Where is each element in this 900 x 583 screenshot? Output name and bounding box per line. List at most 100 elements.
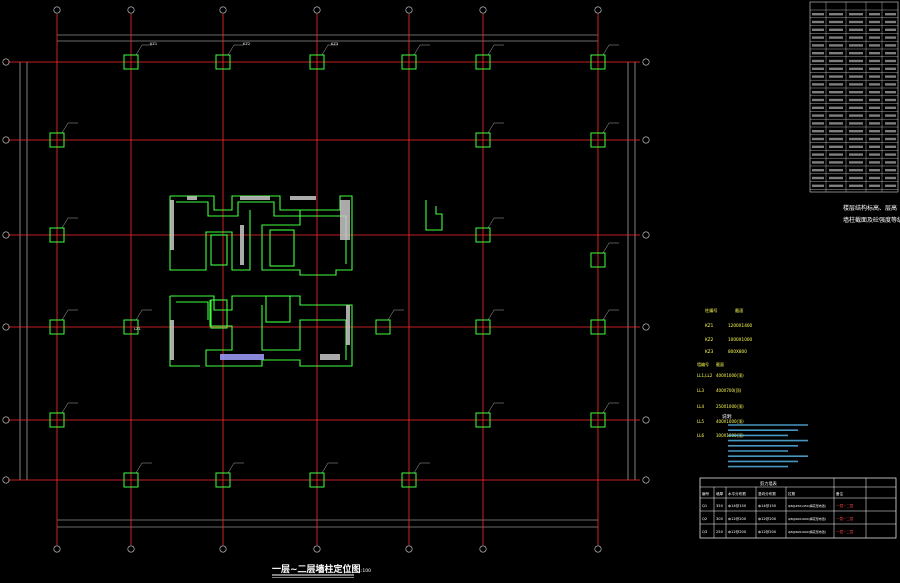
legend-cell-mark [849,67,863,70]
legend-cell-mark [829,161,843,164]
notes: 说明: [722,413,808,468]
legend-cell-mark [869,67,880,70]
axis-bubble [313,545,321,553]
shear-table-header: 备注 [836,491,844,496]
axis-bubble [642,416,650,424]
shear-table-cell: Q3 [702,530,707,534]
legend-cell-mark [869,184,880,187]
legend-cell-mark [885,184,896,187]
column-leader [135,462,152,474]
column-leader [135,309,152,321]
kz-row-id: KZ2 [705,337,714,342]
drawing-title-block: 一层~二层墙柱定位图 1:100 [272,563,371,578]
column-leader [413,44,430,56]
legend-cell-mark [849,59,863,63]
legend-cell-mark [869,52,880,55]
column-leader [487,402,504,414]
legend-heading: 楼层结构标高、层高 [843,204,897,212]
shear-table-cell: 一层~二层 [836,503,854,508]
column-outline [475,54,491,70]
legend-cell-mark [829,75,843,78]
kz-row-section: 1200X1400 [728,323,753,328]
legend-cell-mark [885,161,896,164]
legend-cell-mark [885,114,896,117]
drawing-title: 一层~二层墙柱定位图 [272,563,361,575]
axis-bubble [594,545,602,553]
column-leader [61,309,78,321]
wall-table-header-id: 墙编号 [697,361,709,367]
axis-bubble [642,231,650,239]
column-outline [49,412,65,428]
legend-cell-mark [829,153,843,156]
column-outline [123,319,139,335]
legend-cell-mark [869,36,880,39]
legend-cell-mark [885,52,896,55]
legend-cell-mark [849,137,863,141]
column-leader [602,309,619,321]
legend-cell-mark [812,145,824,148]
legend-cell-mark [849,176,863,180]
legend-cell-mark [829,114,843,117]
shear-table-cell: 350 [716,504,724,508]
legend-cell-mark [812,122,824,125]
legend-cell-mark [885,145,896,148]
legend-cell-mark [869,20,880,24]
notes-title: 说明: [722,413,733,420]
legend-cell-mark [812,59,824,63]
wall-row-section: 400X1000(顶) [716,373,744,378]
legend-cell-mark [849,36,863,39]
axis-bubble [2,416,10,424]
axis-bubble [642,476,650,484]
legend-cell-mark [849,44,863,47]
column-outline [375,319,391,335]
legend-cell-mark [812,153,824,156]
legend-cell-mark [849,98,863,102]
legend-cell-mark [885,36,896,39]
legend-cell-mark [885,44,896,47]
shear-table-cell: 300 [716,517,724,521]
kz-row-section: 1000X1000 [728,337,753,342]
legend-cell-mark [849,184,863,187]
legend-cell-mark [849,169,863,172]
core-wall-fills [170,196,350,360]
wall-row-id: LL5 [697,419,704,424]
column-outline [590,319,606,335]
legend-cell-mark [812,75,824,78]
legend-cell-mark [829,36,843,39]
legend-cell-mark [812,130,824,133]
column-outline [309,54,325,70]
legend-cell-mark [885,13,896,16]
shear-table-cell: ф14@150 [758,504,777,508]
legend-cell-mark [849,91,863,94]
legend-cell-mark [885,75,896,78]
legend-cell-mark [849,153,863,156]
shear-table-header: 编号 [702,491,710,496]
column-leader [413,462,430,474]
shear-table-cell: Q2 [702,517,707,521]
column-leader [602,122,619,134]
legend-cell-mark [869,59,880,63]
column-leader [387,309,404,321]
column-leader [602,44,619,56]
legend-cell-mark [885,91,896,94]
shear-table-cell: Q1 [702,504,707,508]
legend-cell-mark [829,59,843,63]
legend-cell-mark [885,122,896,125]
column-outline [401,472,417,488]
legend-cell-mark [869,130,880,133]
column-outline [590,54,606,70]
column-outline [215,472,231,488]
legend-cell-mark [829,44,843,47]
column-leader [602,242,619,254]
legend-cell-mark [829,67,843,70]
axis-bubble [2,476,10,484]
shear-table-cell: 一层~二层 [836,516,854,521]
column-leader [61,122,78,134]
wall-row-id: LL4 [697,404,704,409]
legend-cell-mark [869,13,880,16]
axis-bubble [313,6,321,14]
legend-cell-mark [812,67,824,70]
axis-bubble [127,6,135,14]
column-outline [475,412,491,428]
legend-cell-mark [812,106,824,109]
